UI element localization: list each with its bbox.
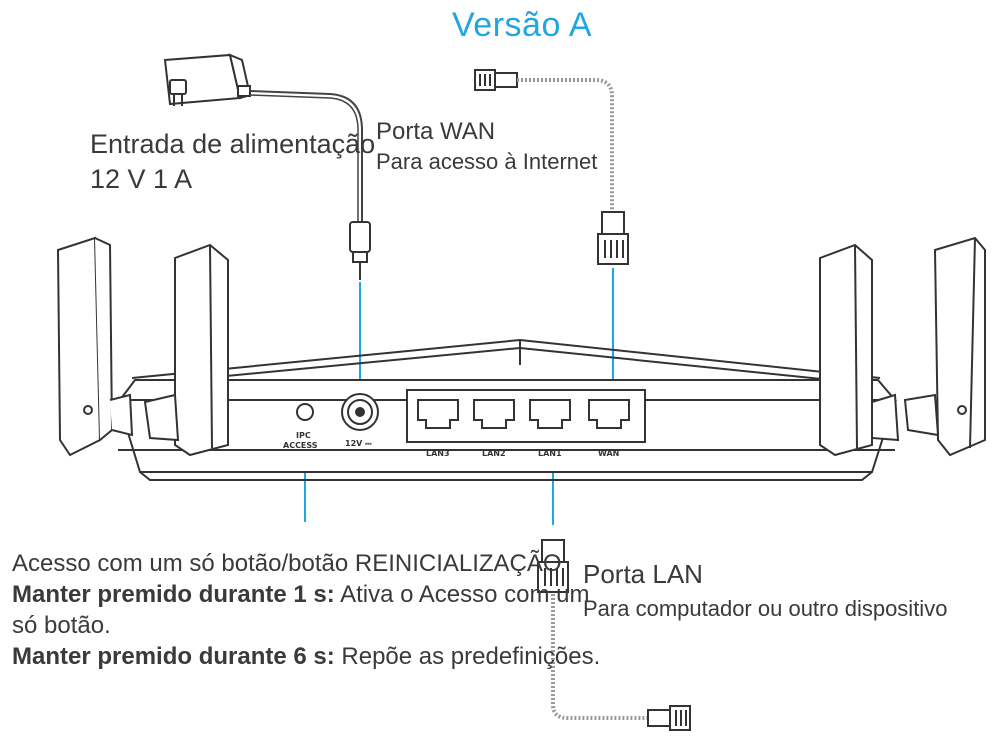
lan-port-desc: Para computador ou outro dispositivo bbox=[583, 596, 948, 621]
lan-cable bbox=[551, 594, 648, 720]
wan-cable bbox=[517, 78, 614, 212]
hold-1s-text: Ativa o Acesso com um bbox=[334, 581, 590, 608]
antenna-right-inner bbox=[819, 243, 900, 457]
power-input-title: Entrada de alimentação bbox=[90, 129, 376, 159]
wan-port-label: Porta WAN Para acesso à Internet bbox=[376, 117, 597, 177]
port-label-lan3: LAN3 bbox=[426, 449, 450, 458]
antenna-left-inner bbox=[143, 243, 229, 457]
power-input-label: Entrada de alimentação 12 V 1 A bbox=[90, 127, 375, 197]
page-title: Versão A bbox=[452, 6, 593, 44]
power-adapter bbox=[163, 53, 252, 106]
wan-cable-top-connector bbox=[474, 69, 518, 91]
port-label-lan2: LAN2 bbox=[482, 449, 506, 458]
hold-6s-bold: Manter premido durante 6 s: bbox=[12, 643, 335, 670]
wan-port-title: Porta WAN bbox=[376, 118, 496, 145]
hold-1s-cont: só botão. bbox=[12, 612, 111, 639]
dc-plug bbox=[349, 221, 371, 280]
wps-reset-title: Acesso com um só botão/botão REINICIALIZ… bbox=[12, 550, 562, 577]
power-cable bbox=[249, 90, 363, 222]
antenna-left-outer bbox=[56, 236, 134, 457]
antenna-right-outer bbox=[903, 236, 986, 457]
lan-port-title: Porta LAN bbox=[583, 559, 703, 589]
hold-1s-bold: Manter premido durante 1 s: bbox=[12, 581, 335, 608]
hold-1s-line: Manter premido durante 1 s: Ativa o Aces… bbox=[12, 579, 600, 610]
wps-label-1: IPC bbox=[296, 431, 311, 440]
ethernet-port-lan2[interactable] bbox=[473, 399, 515, 429]
power-input-spec: 12 V 1 A bbox=[90, 164, 193, 194]
wps-reset-button[interactable] bbox=[296, 403, 314, 421]
port-label-lan1: LAN1 bbox=[538, 449, 562, 458]
wan-port-desc: Para acesso à Internet bbox=[376, 149, 598, 174]
dc-label: 12V ⎓ bbox=[345, 439, 372, 448]
hold-6s-line: Manter premido durante 6 s: Repõe as pre… bbox=[12, 641, 600, 672]
lan-cable-plug bbox=[537, 539, 569, 593]
wps-label-2: ACCESS bbox=[283, 441, 318, 450]
ethernet-port-lan3[interactable] bbox=[417, 399, 459, 429]
lan-cable-end-connector bbox=[647, 705, 691, 731]
port-label-wan: WAN bbox=[598, 449, 619, 458]
wps-reset-label: Acesso com um só botão/botão REINICIALIZ… bbox=[12, 548, 600, 672]
lan-port-label: Porta LAN Para computador ou outro dispo… bbox=[583, 557, 947, 627]
hold-6s-text: Repõe as predefinições. bbox=[334, 643, 601, 670]
ethernet-port-lan1[interactable] bbox=[529, 399, 571, 429]
wan-cable-plug bbox=[597, 211, 629, 265]
ethernet-port-wan[interactable] bbox=[588, 399, 630, 429]
dc-power-jack[interactable] bbox=[341, 393, 379, 431]
